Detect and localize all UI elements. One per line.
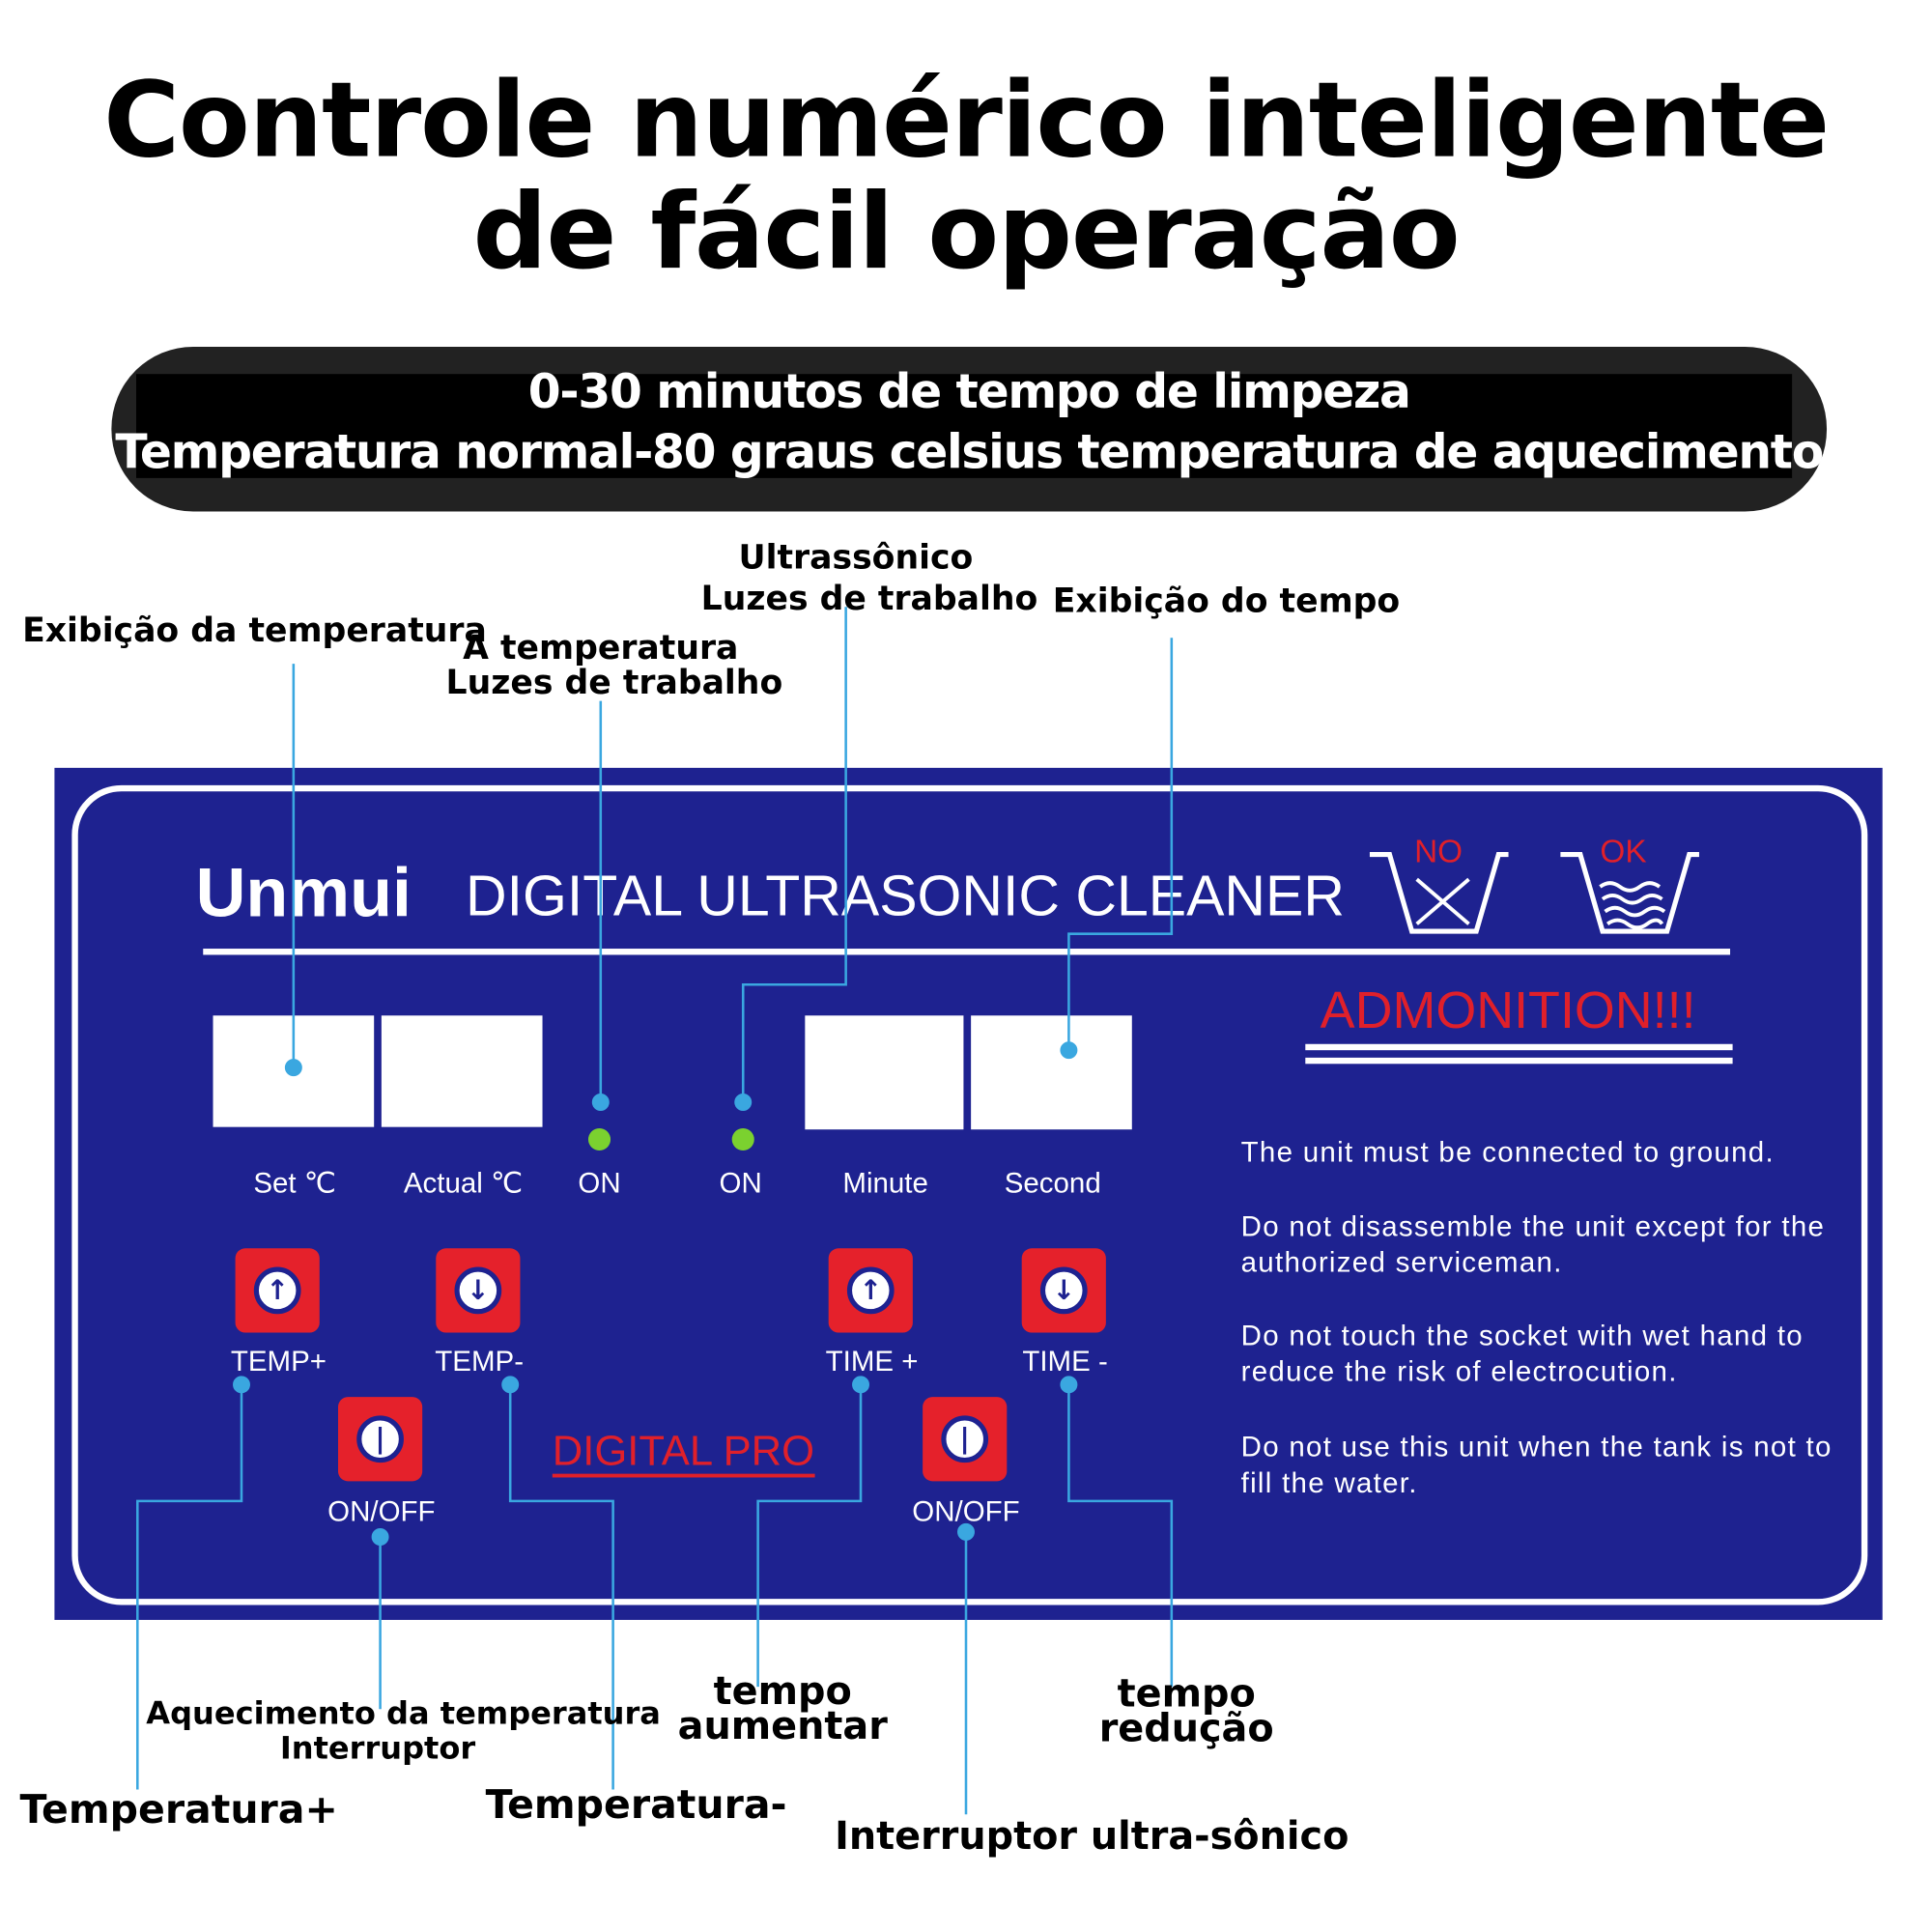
time-minus-label: TIME - <box>1022 1345 1108 1378</box>
digital-pro-logo: DIGITAL PRO <box>552 1429 815 1478</box>
temp-plus-label: TEMP+ <box>230 1345 327 1378</box>
temp-on-label: ON <box>578 1166 621 1200</box>
svg-text:OK: OK <box>1600 834 1646 869</box>
time-plus-label: TIME + <box>825 1345 919 1378</box>
brand-logo: Unmui <box>195 853 412 932</box>
callout-temp-display: Exibição da temperatura <box>22 611 487 651</box>
actual-temp-display <box>381 1015 543 1127</box>
heating-onoff-label: ON/OFF <box>327 1494 436 1527</box>
admonition-heading: ADMONITION!!! <box>1320 980 1696 1039</box>
warning-3: Do not touch the socket with wet hand to… <box>1240 1319 1804 1387</box>
banner-line-time: 0-30 minutos de tempo de limpeza <box>527 363 1411 419</box>
temp-minus-label: TEMP- <box>435 1345 525 1378</box>
set-temp-label: Set ℃ <box>253 1166 336 1200</box>
heating-power-button[interactable]: | <box>337 1397 423 1482</box>
arrow-down-icon: ↓ <box>454 1266 502 1315</box>
product-name: DIGITAL ULTRASONIC CLEANER <box>466 863 1345 928</box>
svg-text:NO: NO <box>1414 834 1463 869</box>
minute-label: Minute <box>842 1166 928 1200</box>
second-display <box>971 1015 1132 1130</box>
actual-temp-label: Actual ℃ <box>403 1166 524 1200</box>
temp-minus-button[interactable]: ↓ <box>436 1248 521 1333</box>
warning-2: Do not disassemble the unit except for t… <box>1240 1209 1826 1279</box>
temp-plus-button[interactable]: ↑ <box>235 1248 320 1333</box>
callout-time-display: Exibição do tempo <box>1052 582 1401 621</box>
arrow-up-icon: ↑ <box>253 1266 301 1315</box>
banner-line-temp: Temperatura normal-80 graus celsius temp… <box>115 424 1824 480</box>
warning-1: The unit must be connected to ground. <box>1240 1135 1775 1168</box>
time-plus-button[interactable]: ↑ <box>828 1248 913 1333</box>
time-minus-button[interactable]: ↓ <box>1021 1248 1106 1333</box>
ultrasonic-onoff-label: ON/OFF <box>912 1494 1020 1527</box>
ultra-on-label: ON <box>719 1166 762 1200</box>
no-dry-run-icon: NO OK <box>1369 834 1699 934</box>
ultrasonic-working-led <box>731 1127 754 1151</box>
temp-working-led <box>587 1127 611 1151</box>
power-icon: | <box>356 1415 404 1463</box>
callout-ultra-switch: Interruptor ultra-sônico <box>835 1814 1350 1860</box>
power-icon: | <box>941 1415 989 1463</box>
minute-display <box>805 1015 964 1130</box>
arrow-down-icon: ↓ <box>1039 1266 1088 1315</box>
callout-temp-minus: Temperatura- <box>485 1780 787 1829</box>
arrow-up-icon: ↑ <box>846 1266 895 1315</box>
second-label: Second <box>1004 1166 1101 1200</box>
warning-4: Do not use this unit when the tank is no… <box>1240 1430 1833 1499</box>
callout-temp-plus: Temperatura+ <box>19 1785 338 1833</box>
ultrasonic-power-button[interactable]: | <box>923 1397 1008 1482</box>
